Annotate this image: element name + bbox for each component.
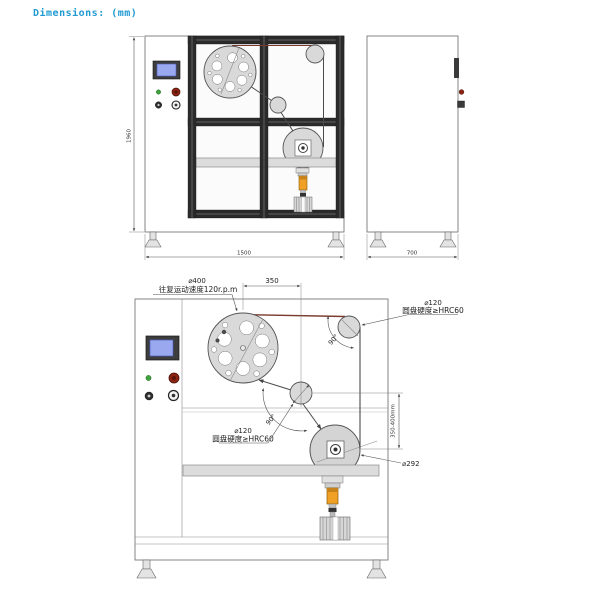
top-pulley-dia-label: ⌀120 <box>424 299 442 307</box>
side-dimensions: 700 <box>366 234 459 260</box>
side-black-button <box>457 100 465 108</box>
front-belts <box>232 44 324 147</box>
front-wheel-hub <box>294 139 312 157</box>
side-cabinet <box>366 35 459 233</box>
disc-speed-label: 往复运动速度120r.p.m <box>159 284 238 294</box>
detail-feet <box>136 559 387 579</box>
detail-dim-350-400: 350-400mm <box>313 392 403 450</box>
front-width-dim-label: 1500 <box>237 251 251 257</box>
detail-green-led <box>145 375 152 381</box>
detail-wheel-hub <box>326 440 345 459</box>
mid-pulley-dia-label: ⌀120 <box>234 427 252 435</box>
mid-pulley-hardness-label: 圆盘硬度≥HRC60 <box>212 434 274 444</box>
green-led <box>156 89 161 95</box>
hmi-screen <box>156 63 177 77</box>
front-actuator <box>293 167 313 213</box>
front-control-panel <box>152 60 181 110</box>
front-hole-disc <box>203 45 257 99</box>
front-feet <box>144 231 345 248</box>
front-height-dim-label: 1960 <box>127 129 133 143</box>
dim-292-label: ⌀292 <box>402 460 420 468</box>
front-dimensions: 1960 1500 <box>127 36 345 260</box>
detail-hole-disc <box>207 312 279 384</box>
front-top-pulley <box>305 44 325 64</box>
front-view: 1960 1500 <box>127 35 345 260</box>
side-view: 700 <box>366 35 465 260</box>
detail-top-pulley <box>337 315 361 339</box>
detail-control-panel <box>144 335 180 402</box>
dim-350-label: 350 <box>265 277 278 285</box>
side-screen-profile <box>454 58 459 78</box>
side-depth-dim-label: 700 <box>407 251 418 257</box>
detail-actuator <box>319 475 351 541</box>
detail-view: 90° 90° 350 350-400mm ⌀292 <box>134 277 464 579</box>
mid-pulley-annotation: ⌀120 圆盘硬度≥HRC60 <box>212 403 294 444</box>
front-mid-pulley <box>269 96 287 114</box>
detail-dim-350: 350 <box>242 277 302 407</box>
top-pulley-annotation: ⌀120 圆盘硬度≥HRC60 <box>361 299 464 326</box>
top-pulley-hardness-label: 圆盘硬度≥HRC60 <box>402 305 464 315</box>
detail-table <box>182 464 380 477</box>
page-title: Dimensions: (mm) <box>33 8 138 19</box>
side-feet <box>369 231 457 248</box>
front-frame <box>187 35 345 219</box>
detail-hmi-screen <box>149 339 174 357</box>
side-red-button <box>458 89 465 95</box>
disc-annotation: ⌀400 往复运动速度120r.p.m <box>153 277 238 312</box>
dim-350-400-label: 350-400mm <box>391 404 397 438</box>
disc-dia-label: ⌀400 <box>188 277 206 285</box>
detail-dim-292: ⌀292 <box>360 454 420 468</box>
